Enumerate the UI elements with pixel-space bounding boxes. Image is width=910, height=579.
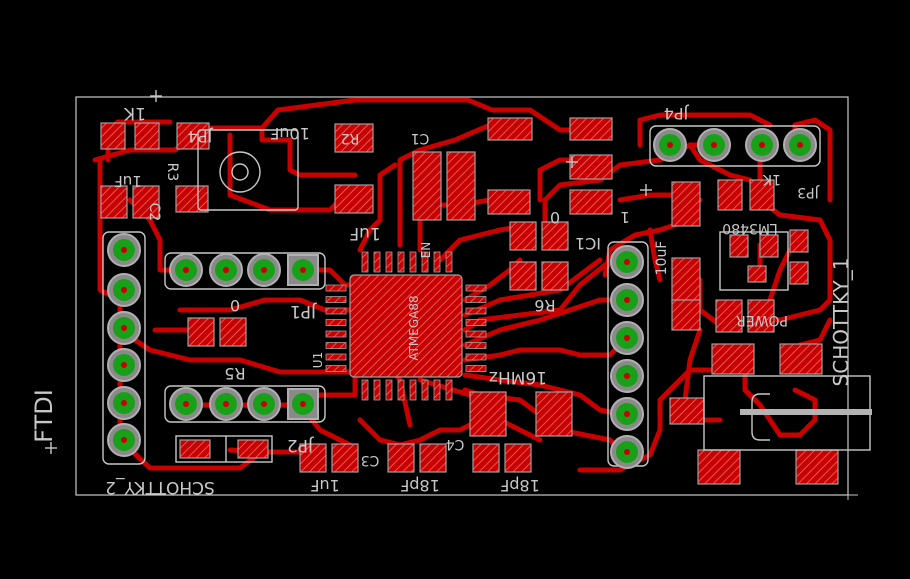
jp1-header-pin xyxy=(247,253,281,287)
jp4-header-pin xyxy=(653,128,687,162)
qfp-pin xyxy=(465,365,487,372)
ftdi-header-pin xyxy=(107,273,141,307)
label-r6: R6 xyxy=(534,296,555,315)
board-outline xyxy=(75,96,849,496)
jp1-header-pin xyxy=(287,254,319,286)
qfp-pin xyxy=(465,330,487,338)
label-c3: C3 xyxy=(361,452,380,468)
qfp-pin xyxy=(325,296,347,303)
label-r2: R2 xyxy=(341,130,360,146)
jp2-header-pin xyxy=(247,387,281,421)
label-16mhz: 16MHz xyxy=(489,367,547,387)
qfp-pin xyxy=(445,379,453,401)
ftdi-header-pin xyxy=(107,233,141,267)
io-header-pin xyxy=(610,359,644,393)
qfp-pin xyxy=(465,296,487,303)
label-schottky2: SCHOTTKY_2 xyxy=(105,477,215,497)
qfp-pin xyxy=(421,251,429,273)
label-c1: C1 xyxy=(411,130,430,146)
label-atmega88: ATMEGA88 xyxy=(407,295,421,360)
qfp-pin xyxy=(361,379,369,401)
qfp-pin xyxy=(465,342,487,349)
silkscreen-labels: 1K JP4 10uF R2 C1 R3 C2 1uF 1uF EN ATMEG… xyxy=(30,103,853,497)
io-header-pin xyxy=(610,245,644,279)
label-jp2: JP2 xyxy=(287,435,314,455)
jp1-header-pin xyxy=(169,253,203,287)
io-header-pin xyxy=(610,435,644,469)
qfp-pin xyxy=(465,353,487,361)
through-hole-pads xyxy=(107,128,817,469)
ftdi-header-pin xyxy=(107,423,141,457)
qfp-pin xyxy=(373,251,381,273)
label-ic1: IC1 xyxy=(575,234,601,253)
qfp-pin xyxy=(385,251,393,273)
qfp-pin xyxy=(325,284,347,292)
label-1uf-left: 1uF xyxy=(114,172,142,190)
label-jp4-left: JP4 xyxy=(188,127,214,146)
qfp-pin xyxy=(409,379,417,401)
qfp-pin xyxy=(325,330,347,338)
qfp-pin xyxy=(465,307,487,315)
jp4-header-pin xyxy=(745,128,779,162)
qfp-pin xyxy=(409,251,417,273)
io-header-pin xyxy=(610,397,644,431)
qfp-pin xyxy=(385,379,393,401)
label-zero-b: 0 xyxy=(230,296,240,315)
label-jp1: JP1 xyxy=(290,301,317,321)
qfp-pin xyxy=(325,319,347,326)
qfp-pin xyxy=(421,379,429,401)
label-c2: C2 xyxy=(146,203,162,222)
jp4-header-pin xyxy=(697,128,731,162)
label-10uf-right: 10uF xyxy=(654,241,670,276)
qfp-pin xyxy=(465,284,487,292)
atmega88-chip xyxy=(325,251,487,401)
label-r5: R5 xyxy=(224,364,245,383)
label-ic-pin1: 1 xyxy=(620,208,630,226)
label-18pf-b: 18pF xyxy=(500,476,540,495)
qfp-pin xyxy=(465,319,487,326)
qfp-pin xyxy=(325,307,347,315)
qfp-pin xyxy=(433,379,441,401)
label-jp4-right: JP4 xyxy=(664,104,690,123)
label-ftdi: FTDI xyxy=(30,389,58,443)
label-1k-right: 1K xyxy=(762,171,781,187)
io-header-pin xyxy=(610,321,644,355)
label-1k: 1K xyxy=(123,103,146,123)
smd-pads xyxy=(100,117,839,485)
jp2-header-pin xyxy=(169,387,203,421)
qfp-pin xyxy=(361,251,369,273)
label-r3: R3 xyxy=(164,163,180,182)
jp1-header-pin xyxy=(209,253,243,287)
qfp-pin xyxy=(433,251,441,273)
qfp-pin xyxy=(325,353,347,361)
qfp-pin xyxy=(325,342,347,349)
qfp-pin xyxy=(397,251,405,273)
label-schottky1: SCHOTTKY_1 xyxy=(829,258,853,387)
ftdi-header-pin xyxy=(107,386,141,420)
label-u1: U1 xyxy=(311,352,325,368)
label-power: POWER xyxy=(736,312,788,328)
label-1uf-mid: 1uF xyxy=(349,223,380,243)
jp2-header-pin xyxy=(209,387,243,421)
label-jp3: JP3 xyxy=(797,184,819,200)
label-zero-a: 0 xyxy=(550,208,560,227)
ftdi-header-pin xyxy=(107,348,141,382)
label-lm3480: LM3480 xyxy=(722,220,778,236)
label-en: EN xyxy=(419,242,433,259)
jp2-header-pin xyxy=(287,388,319,420)
jp4-header-pin xyxy=(783,128,817,162)
io-header-pin xyxy=(610,283,644,317)
qfp-pin xyxy=(373,379,381,401)
label-1uf-bottom: 1uF xyxy=(310,476,340,495)
label-cap-10uf-top: 10uF xyxy=(270,124,310,143)
label-c4: C4 xyxy=(446,436,465,452)
ftdi-header-pin xyxy=(107,311,141,345)
qfp-pin xyxy=(445,251,453,273)
label-18pf-a: 18pF xyxy=(400,476,440,495)
qfp-pin xyxy=(397,379,405,401)
qfp-pin xyxy=(325,365,347,372)
